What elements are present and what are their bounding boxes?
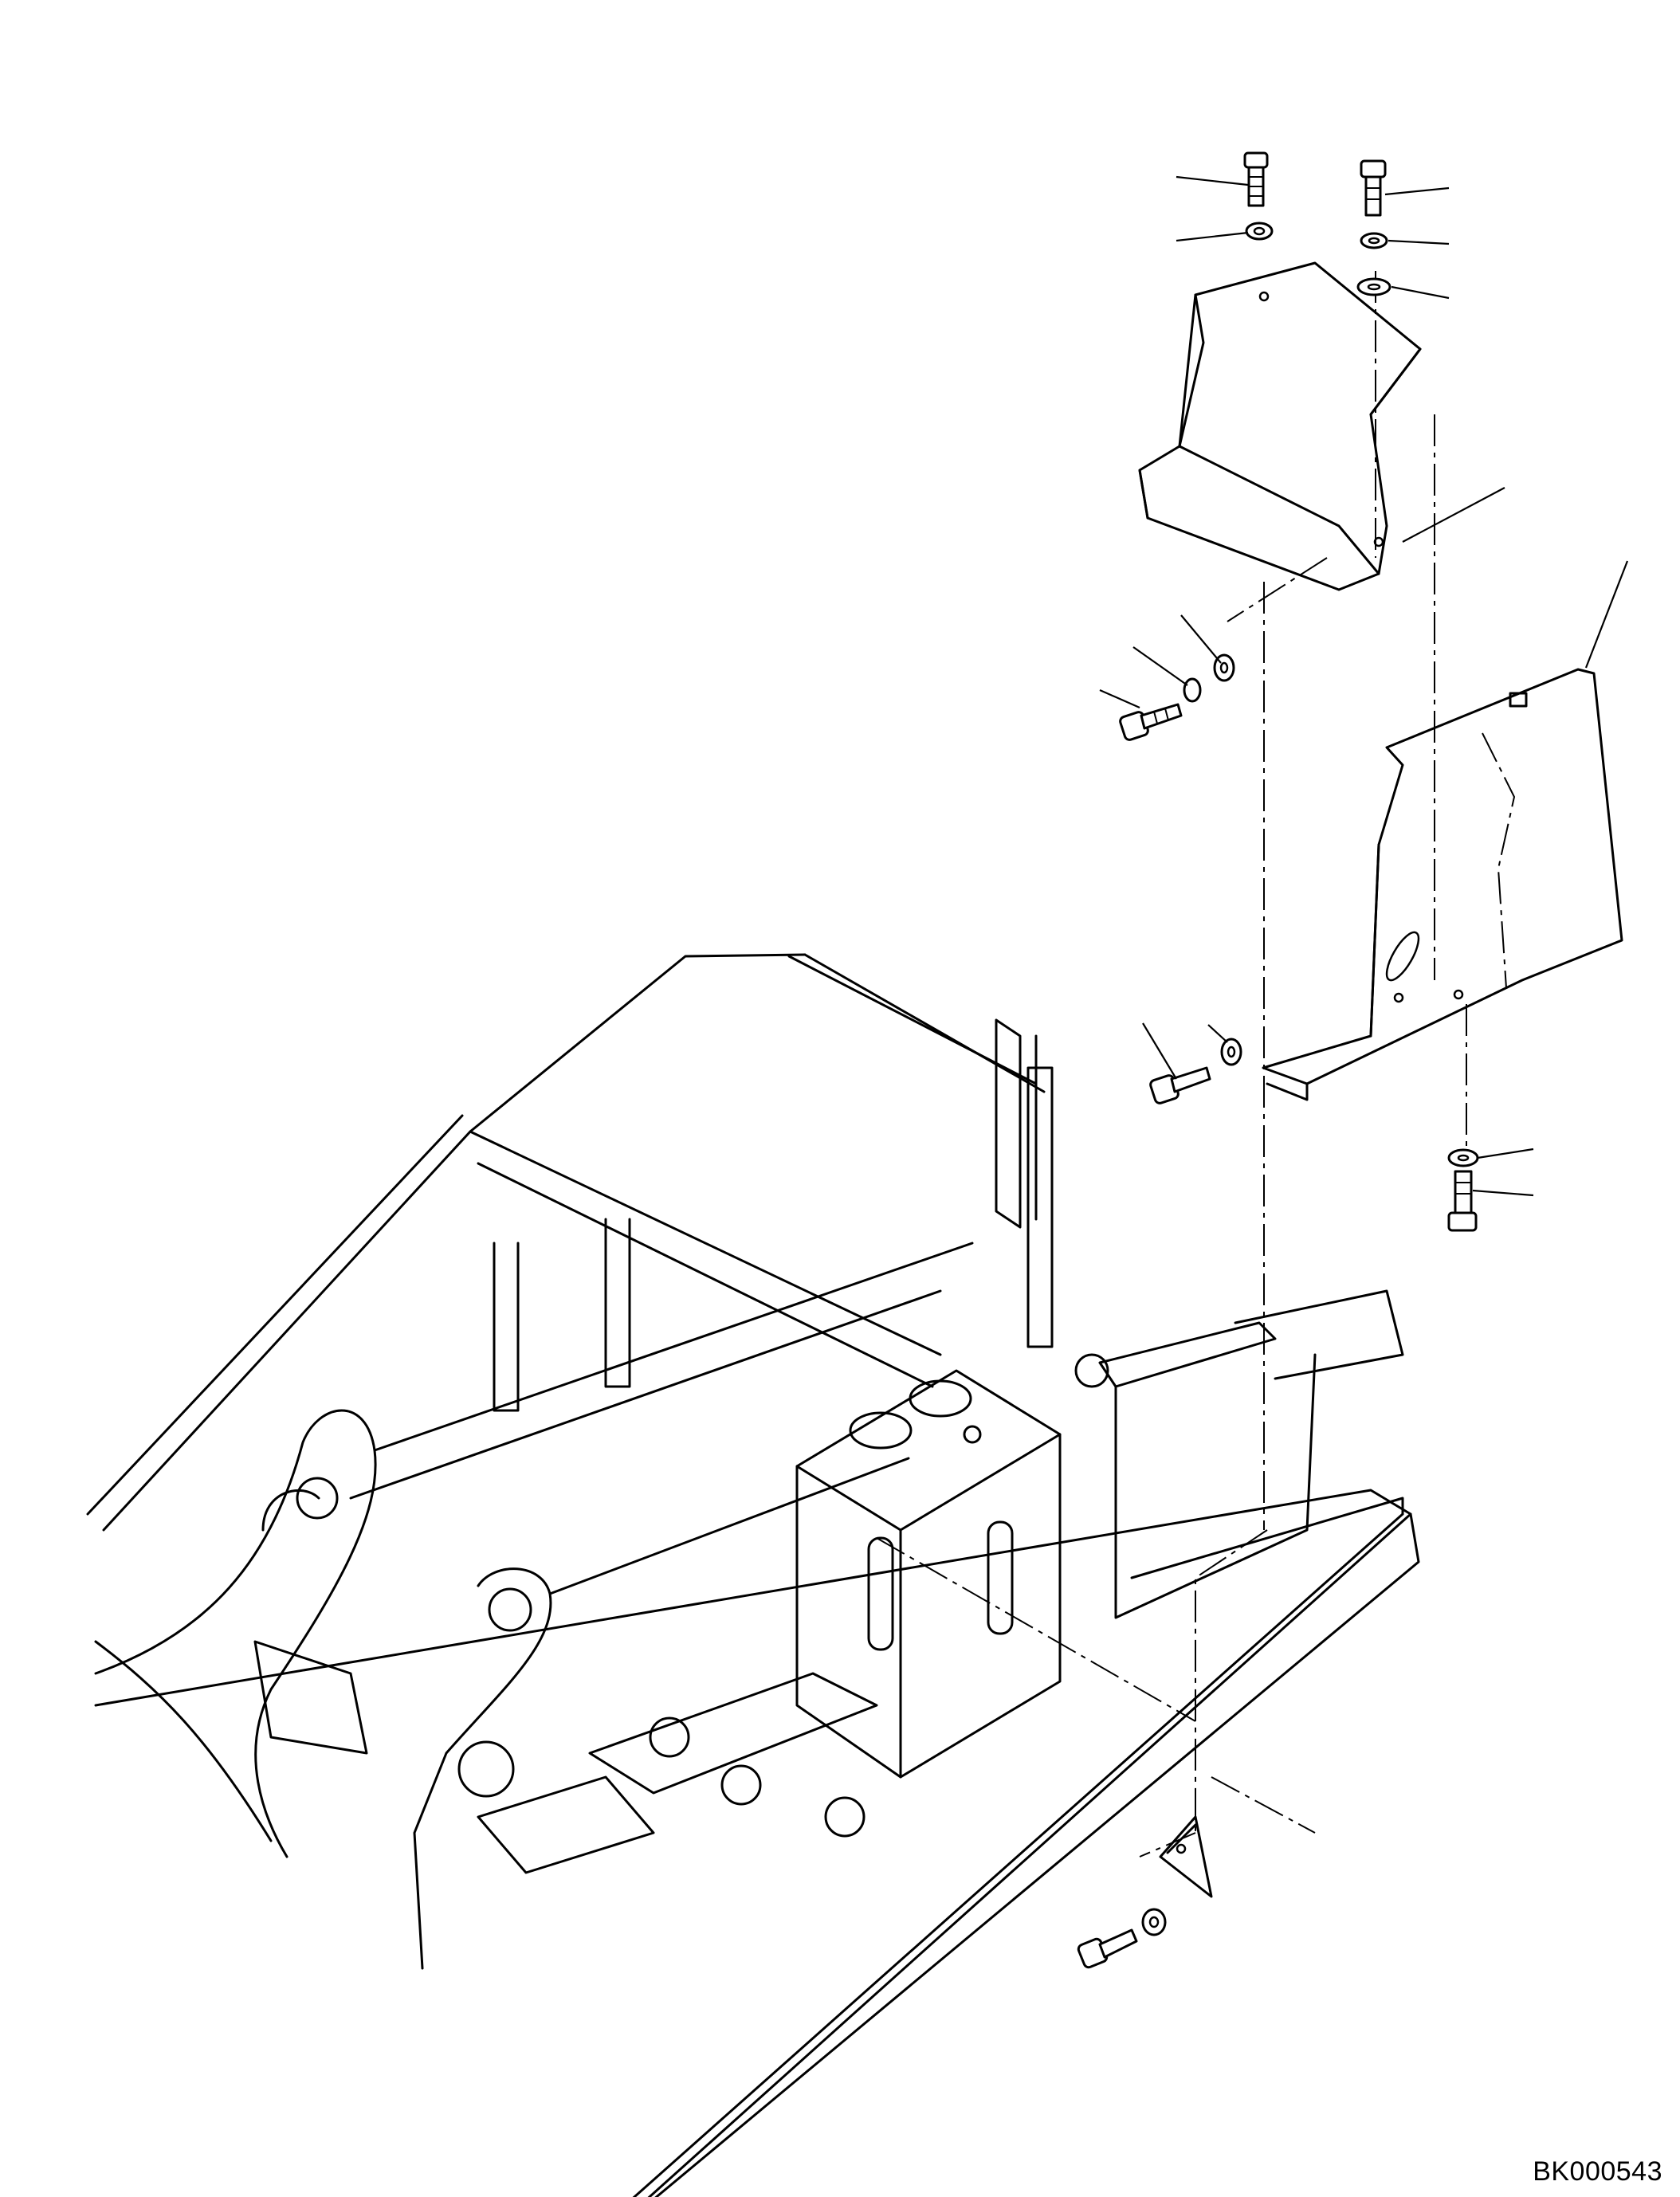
bolt-right-lower [1447, 1148, 1479, 1232]
bolt-mid-left [1119, 703, 1183, 741]
bracket-bottom [1159, 1815, 1213, 1898]
bolt-center [1149, 1038, 1242, 1104]
leader-lines [1099, 175, 1629, 1197]
bolt-top-right [1360, 159, 1387, 217]
side-cover [1262, 668, 1623, 1101]
bolt-top-left [1243, 151, 1269, 207]
upper-cover [1138, 261, 1422, 591]
washer-mid-left [1183, 653, 1235, 703]
assembly-lines [796, 271, 1467, 1858]
bolt-bottom [1077, 1908, 1167, 1969]
drawing-code: BK000543 [1533, 2156, 1662, 2187]
flat-washer-top-right [1356, 277, 1391, 296]
spring-washer-top-right [1360, 232, 1388, 249]
frame [86, 953, 1420, 2197]
washer-top-left [1245, 222, 1274, 241]
